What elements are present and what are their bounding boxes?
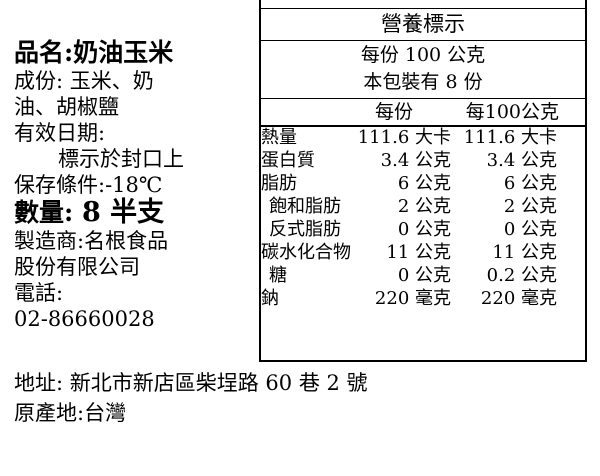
ingredients-line-2: 油、胡椒鹽 bbox=[14, 95, 119, 119]
nutrition-row: 碳水化合物 11 公克 11 公克 bbox=[261, 241, 585, 264]
nutrient-per-serving: 220 毫克 bbox=[374, 288, 451, 309]
nutrition-row: 糖 0 公克 0.2 公克 bbox=[261, 264, 585, 287]
nutrition-rows: 熱量 111.6 大卡 111.6 大卡蛋白質 3.4 公克 3.4 公克脂肪 6 公克 6… bbox=[261, 126, 585, 310]
nutrient-name: 反式脂肪 bbox=[269, 219, 341, 240]
nutrient-name: 鈉 bbox=[261, 288, 279, 309]
servings-per-pack: 本包裝有 8 份 bbox=[363, 71, 483, 93]
nutrient-per-serving: 0 公克 bbox=[397, 265, 451, 286]
nutrition-row: 飽和脂肪 2 公克 2 公克 bbox=[261, 195, 585, 218]
product-name-line: 品名:奶油玉米 bbox=[14, 38, 258, 68]
nutrition-row: 蛋白質 3.4 公克 3.4 公克 bbox=[261, 149, 585, 172]
nutrition-title: 營養標示 bbox=[261, 8, 585, 39]
nutrient-name: 碳水化合物 bbox=[261, 242, 351, 263]
nutrient-per-100g: 11 公克 bbox=[492, 242, 557, 263]
product-name: 奶油玉米 bbox=[73, 38, 174, 67]
nutrition-row: 脂肪 6 公克 6 公克 bbox=[261, 172, 585, 195]
nutrient-per-100g: 0.2 公克 bbox=[486, 265, 557, 286]
nutrient-per-100g: 6 公克 bbox=[503, 173, 557, 194]
quantity-line: 數量: 8 半支 bbox=[14, 198, 258, 228]
col-header-per-serving: 每份 bbox=[375, 101, 414, 123]
manufacturer-line-2: 股份有限公司 bbox=[14, 255, 140, 279]
nutrient-name: 蛋白質 bbox=[261, 150, 315, 171]
nutrient-per-serving: 111.6 大卡 bbox=[357, 127, 451, 148]
storage-condition: 保存條件:-18℃ bbox=[14, 173, 163, 197]
nutrient-per-serving: 0 公克 bbox=[397, 219, 451, 240]
expiry-value: 標示於封口上 bbox=[58, 147, 184, 171]
nutrition-row: 熱量 111.6 大卡 111.6 大卡 bbox=[261, 126, 585, 149]
product-info: 品名:奶油玉米 成份: 玉米、奶 油、胡椒鹽 有效日期: 標示於封口上 保存條件… bbox=[14, 38, 258, 332]
ingredients-line-1: 成份: 玉米、奶 bbox=[14, 69, 154, 93]
nutrition-facts-table: 營養標示 每份 100 公克 本包裝有 8 份 每份 每100公克 熱量 111.… bbox=[259, 0, 587, 362]
nutrient-name: 脂肪 bbox=[261, 173, 297, 194]
footer-info: 地址: 新北市新店區柴埕路 60 巷 2 號 原產地:台灣 bbox=[14, 368, 594, 428]
nutrient-name: 熱量 bbox=[261, 127, 297, 148]
address: 地址: 新北市新店區柴埕路 60 巷 2 號 bbox=[14, 371, 368, 395]
nutrient-per-serving: 11 公克 bbox=[386, 242, 451, 263]
nutrition-column-headers: 每份 每100公克 bbox=[261, 98, 585, 127]
phone-label: 電話: bbox=[14, 281, 64, 305]
manufacturer-line-1: 製造商:名根食品 bbox=[14, 229, 169, 253]
nutrition-row: 鈉 220 毫克 220 毫克 bbox=[261, 287, 585, 310]
nutrient-per-100g: 2 公克 bbox=[503, 196, 557, 217]
col-header-per-100g: 每100公克 bbox=[465, 101, 559, 123]
nutrient-per-serving: 6 公克 bbox=[397, 173, 451, 194]
nutrient-per-serving: 3.4 公克 bbox=[380, 150, 451, 171]
nutrient-per-100g: 220 毫克 bbox=[480, 288, 557, 309]
quantity-label: 數量: bbox=[14, 198, 74, 227]
nutrition-row: 反式脂肪 0 公克 0 公克 bbox=[261, 218, 585, 241]
origin: 原產地:台灣 bbox=[14, 401, 127, 425]
quantity-value: 8 半支 bbox=[81, 197, 165, 228]
nutrient-per-100g: 0 公克 bbox=[503, 219, 557, 240]
serving-size: 每份 100 公克 bbox=[261, 40, 585, 69]
nutrient-name: 糖 bbox=[269, 265, 287, 286]
nutrient-per-100g: 111.6 大卡 bbox=[463, 127, 557, 148]
nutrient-name: 飽和脂肪 bbox=[269, 196, 341, 217]
expiry-label: 有效日期: bbox=[14, 121, 106, 145]
phone-number: 02-86660028 bbox=[14, 307, 155, 331]
nutrient-per-serving: 2 公克 bbox=[397, 196, 451, 217]
product-label: 品名: bbox=[14, 38, 74, 67]
nutrient-per-100g: 3.4 公克 bbox=[486, 150, 557, 171]
